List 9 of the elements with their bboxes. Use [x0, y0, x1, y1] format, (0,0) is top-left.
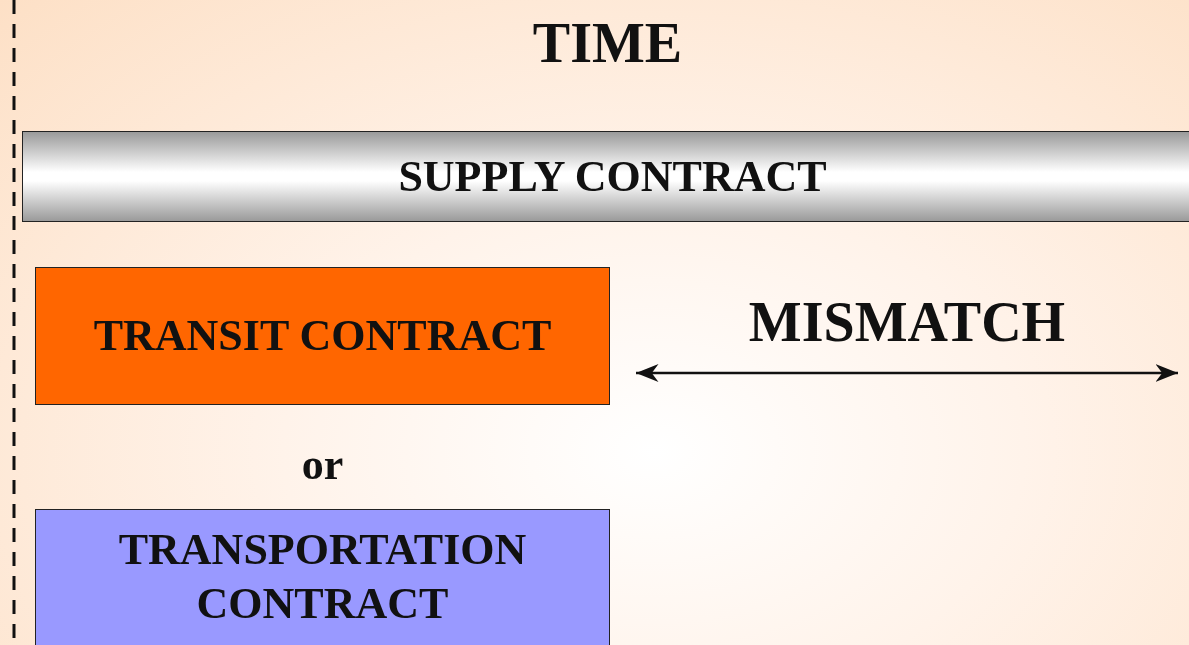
connector-word: or — [300, 440, 345, 491]
contract-bar — [22, 131, 1189, 222]
node-label: TRANSIT CONTRACT — [93, 310, 552, 363]
span-label: MISMATCH — [747, 290, 1067, 355]
contract-box — [35, 509, 610, 645]
node-label: SUPPLY CONTRACT — [398, 150, 827, 203]
contract-box — [35, 267, 610, 405]
node-label: TRANSPORTATION CONTRACT — [117, 524, 528, 630]
title: TIME — [531, 11, 684, 76]
